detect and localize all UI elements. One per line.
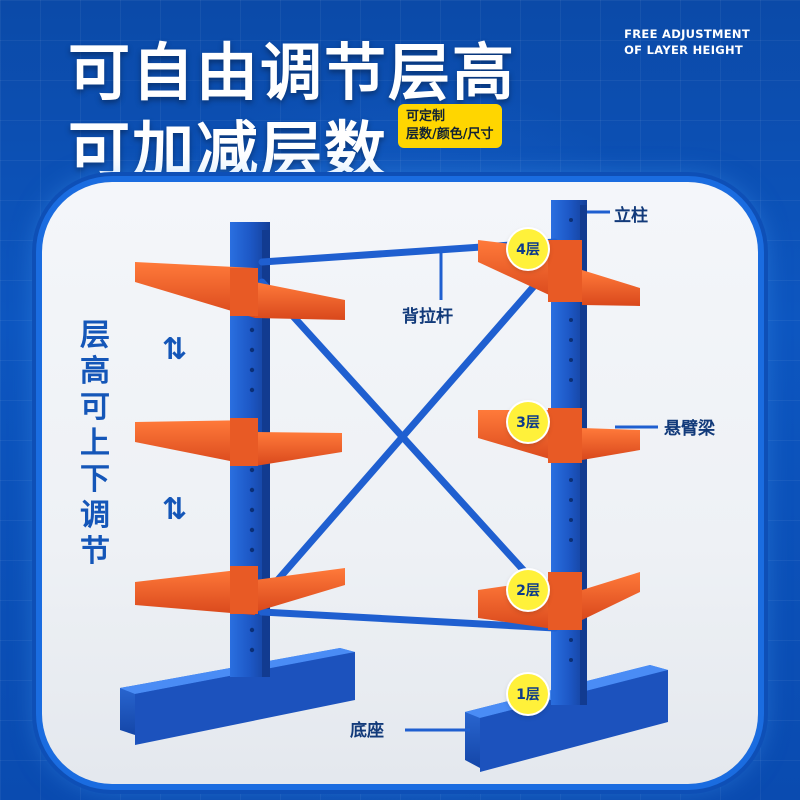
label-brace: 背拉杆 <box>402 307 453 327</box>
label-arm: 悬臂梁 <box>664 419 715 439</box>
right-arm-bottom <box>478 572 640 630</box>
headline-line-2: 可加减层数 <box>68 114 389 187</box>
side-char: 下 <box>80 462 110 497</box>
side-char: 高 <box>80 354 110 389</box>
label-base: 底座 <box>350 721 384 741</box>
left-arm-middle <box>135 418 342 466</box>
right-arm-middle <box>478 408 640 463</box>
headline-line-1: 可自由调节层高 <box>68 36 517 109</box>
english-caption: FREE ADJUSTMENT OF LAYER HEIGHT <box>624 26 750 58</box>
right-arm-top <box>478 240 640 306</box>
level-badge-4: 4层 <box>508 229 548 269</box>
badge-line-1: 可定制 <box>406 109 446 124</box>
label-leader-lines <box>405 210 658 732</box>
left-arm-top <box>135 262 345 320</box>
side-vertical-text: 层 高 可 上 下 调 节 <box>78 318 112 570</box>
badge-line-2: 层数/颜色/尺寸 <box>406 127 494 142</box>
customization-badge: 可定制 层数/颜色/尺寸 <box>398 104 502 148</box>
level-badge-2: 2层 <box>508 570 548 610</box>
side-char: 可 <box>80 390 110 425</box>
level-badge-3: 3层 <box>508 402 548 442</box>
level-badge-1: 1层 <box>508 674 548 714</box>
side-char: 层 <box>80 318 110 353</box>
english-caption-line-1: FREE ADJUSTMENT <box>624 27 750 41</box>
side-char: 调 <box>80 498 110 533</box>
up-down-arrows-icon: ⇅ <box>162 492 188 527</box>
up-down-arrows-icon: ⇅ <box>162 332 188 367</box>
label-upright: 立柱 <box>614 206 648 226</box>
english-caption-line-2: OF LAYER HEIGHT <box>624 43 744 57</box>
side-char: 上 <box>80 426 110 461</box>
left-arm-bottom <box>135 566 345 615</box>
side-char: 节 <box>80 534 110 569</box>
